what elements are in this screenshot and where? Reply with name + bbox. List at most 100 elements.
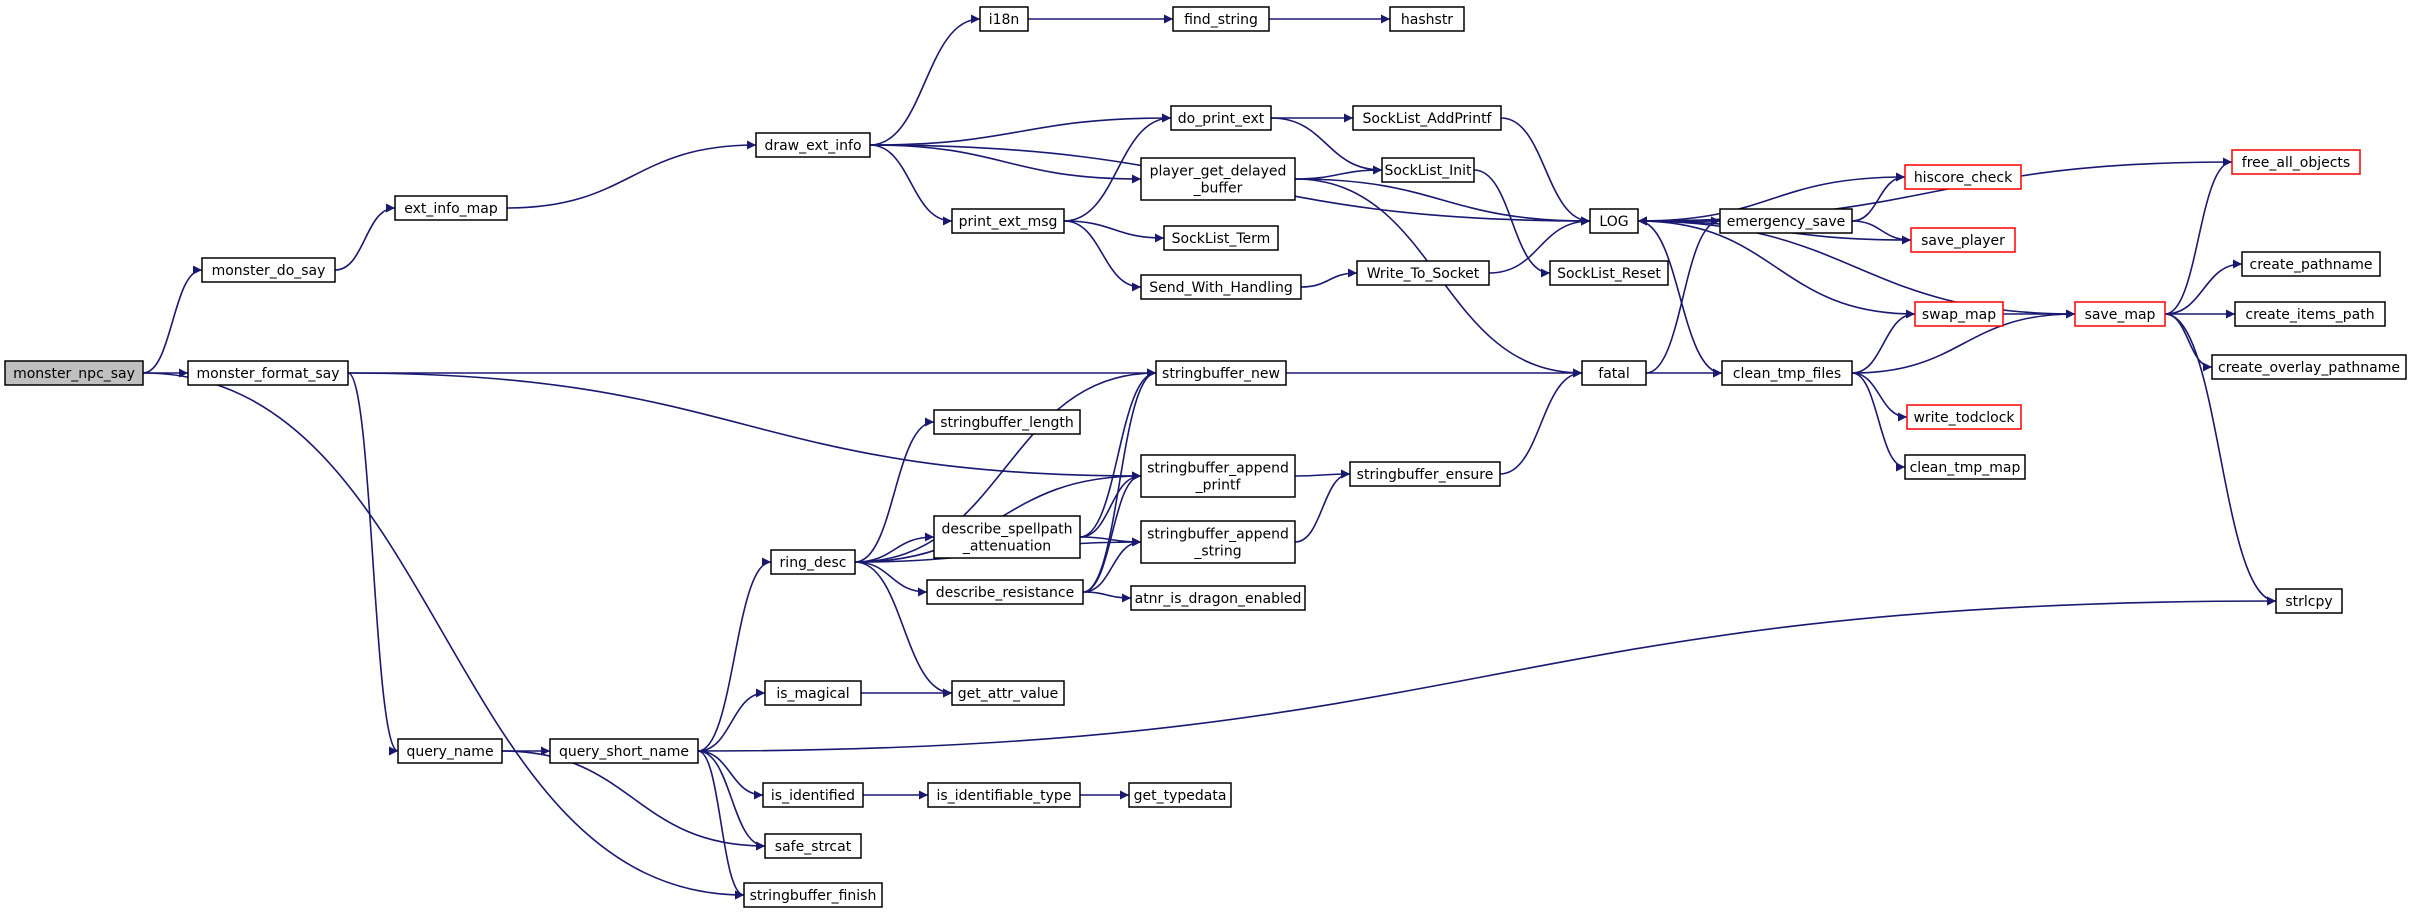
edge-arrow: [1270, 117, 1383, 175]
node-send-with-handling[interactable]: Send_With_Handling: [1140, 274, 1302, 300]
node-create-items-path[interactable]: create_items_path: [2234, 301, 2386, 327]
edge-print-ext-msg-to-send-with-handling: [1063, 220, 1142, 292]
edge-query-name-to-safe-strcat: [501, 750, 766, 851]
node-box: [1719, 208, 1853, 234]
node-query-name[interactable]: query_name: [397, 738, 503, 764]
edge-arrow: [1082, 591, 1132, 603]
node-box: [764, 833, 862, 859]
node-label: stringbuffer_append: [1147, 461, 1289, 477]
node-socklist-reset[interactable]: SockList_Reset: [1549, 260, 1669, 286]
node-stringbuffer-append-string[interactable]: stringbuffer_append_string: [1140, 520, 1296, 564]
node-emergency-save[interactable]: emergency_save: [1719, 208, 1853, 234]
node-log[interactable]: LOG: [1589, 208, 1639, 234]
node-save-map[interactable]: save_map: [2074, 301, 2166, 327]
edge-log-to-clean-tmp-files: [1637, 220, 1723, 378]
node-label: emergency_save: [1727, 214, 1846, 230]
node-get-typedata[interactable]: get_typedata: [1128, 782, 1232, 808]
node-label: i18n: [989, 12, 1020, 28]
node-box: [951, 208, 1065, 234]
node-label: hashstr: [1401, 12, 1453, 28]
edge-arrow: [697, 596, 2277, 752]
node-i18n[interactable]: i18n: [979, 6, 1029, 32]
node-stringbuffer-ensure[interactable]: stringbuffer_ensure: [1349, 461, 1501, 487]
node-is-identified[interactable]: is_identified: [762, 782, 864, 808]
node-box: [764, 680, 862, 706]
edge-arrow: [1851, 372, 1908, 422]
node-atnr-is-dragon-enabled[interactable]: atnr_is_dragon_enabled: [1130, 585, 1306, 611]
node-socklist-init[interactable]: SockList_Init: [1381, 157, 1475, 183]
node-label: atnr_is_dragon_enabled: [1135, 591, 1302, 607]
node-hiscore-check[interactable]: hiscore_check: [1904, 164, 2022, 190]
edge-arrow: [869, 14, 981, 146]
node-monster-format-say[interactable]: monster_format_say: [187, 360, 349, 386]
node-hashstr[interactable]: hashstr: [1389, 6, 1465, 32]
edge-arrow: [697, 750, 764, 800]
node-label: swap_map: [1922, 307, 1996, 323]
node-stringbuffer-finish[interactable]: stringbuffer_finish: [743, 882, 883, 908]
node-is-magical[interactable]: is_magical: [764, 680, 862, 706]
node-box: [979, 6, 1029, 32]
edge-ring-desc-to-get-attr-value: [854, 561, 953, 698]
node-swap-map[interactable]: swap_map: [1914, 301, 2004, 327]
edge-arrow: [1300, 268, 1358, 288]
node-label: query_short_name: [559, 744, 689, 760]
edge-draw-ext-info-to-i18n: [869, 14, 981, 146]
node-save-player[interactable]: save_player: [1910, 227, 2016, 253]
node-label: is_identifiable_type: [937, 788, 1072, 804]
node-query-short-name[interactable]: query_short_name: [549, 738, 699, 764]
node-player-get-delayed-buffer[interactable]: player_get_delayed_buffer: [1140, 157, 1296, 201]
edge-arrow: [697, 557, 772, 752]
node-label: stringbuffer_finish: [750, 888, 877, 904]
node-print-ext-msg[interactable]: print_ext_msg: [951, 208, 1065, 234]
node-free-all-objects[interactable]: free_all_objects: [2231, 149, 2361, 175]
node-is-identifiable-type[interactable]: is_identifiable_type: [927, 782, 1081, 808]
node-label: Write_To_Socket: [1367, 266, 1480, 282]
node-socklist-addprintf[interactable]: SockList_AddPrintf: [1352, 105, 1502, 131]
node-label: ring_desc: [780, 555, 847, 571]
edge-monster-npc-say-to-monster-do-say: [142, 265, 203, 374]
node-label: clean_tmp_map: [1910, 460, 2021, 476]
edge-print-ext-msg-to-do-print-ext: [1063, 113, 1172, 222]
node-socklist-term[interactable]: SockList_Term: [1163, 225, 1279, 251]
edge-arrow: [697, 750, 766, 851]
node-get-attr-value[interactable]: get_attr_value: [951, 680, 1065, 706]
edge-describe-resistance-to-atnr-is-dragon-enabled: [1082, 591, 1132, 603]
node-describe-spellpath-attenuation[interactable]: describe_spellpath_attenuation: [933, 515, 1081, 559]
node-clean-tmp-files[interactable]: clean_tmp_files: [1721, 360, 1853, 386]
edge-arrow: [142, 265, 203, 374]
node-stringbuffer-length[interactable]: stringbuffer_length: [933, 409, 1081, 435]
node-create-overlay-pathname[interactable]: create_overlay_pathname: [2211, 354, 2407, 380]
edge-query-short-name-to-stringbuffer-finish: [697, 750, 745, 900]
edge-describe-resistance-to-stringbuffer-append-string: [1082, 537, 1142, 593]
node-safe-strcat[interactable]: safe_strcat: [764, 833, 862, 859]
node-do-print-ext[interactable]: do_print_ext: [1170, 105, 1272, 131]
edge-emergency-save-to-hiscore-check: [1851, 172, 1906, 222]
node-fatal[interactable]: fatal: [1581, 360, 1647, 386]
node-create-pathname[interactable]: create_pathname: [2241, 251, 2381, 277]
node-stringbuffer-new[interactable]: stringbuffer_new: [1155, 360, 1287, 386]
node-write-todclock[interactable]: write_todclock: [1906, 404, 2022, 430]
edge-ring-desc-to-stringbuffer-new: [854, 368, 1157, 563]
node-strlcpy[interactable]: strlcpy: [2275, 588, 2343, 614]
node-label: monster_npc_say: [13, 366, 135, 382]
node-write-to-socket[interactable]: Write_To_Socket: [1356, 260, 1490, 286]
node-describe-resistance[interactable]: describe_resistance: [926, 579, 1084, 605]
node-stringbuffer-append-printf[interactable]: stringbuffer_append_printf: [1140, 454, 1296, 498]
node-box: [2275, 588, 2343, 614]
edge-stringbuffer-append-string-to-stringbuffer-ensure: [1294, 469, 1351, 543]
edge-arrow: [1851, 309, 2076, 374]
edge-draw-ext-info-to-do-print-ext: [869, 113, 1172, 146]
node-clean-tmp-map[interactable]: clean_tmp_map: [1904, 454, 2026, 480]
node-ring-desc[interactable]: ring_desc: [770, 549, 856, 575]
node-box: [1352, 105, 1502, 131]
edge-draw-ext-info-to-player-get-delayed-buffer: [869, 144, 1142, 184]
node-ext-info-map[interactable]: ext_info_map: [394, 195, 508, 221]
node-label: get_typedata: [1134, 788, 1227, 804]
node-label: Send_With_Handling: [1149, 280, 1292, 296]
edge-arrow: [1294, 178, 1591, 226]
node-label: create_items_path: [2245, 307, 2374, 323]
node-monster-npc-say[interactable]: monster_npc_say: [4, 360, 144, 386]
node-find-string[interactable]: find_string: [1172, 6, 1270, 32]
node-draw-ext-info[interactable]: draw_ext_info: [755, 132, 871, 158]
node-monster-do-say[interactable]: monster_do_say: [201, 257, 336, 283]
